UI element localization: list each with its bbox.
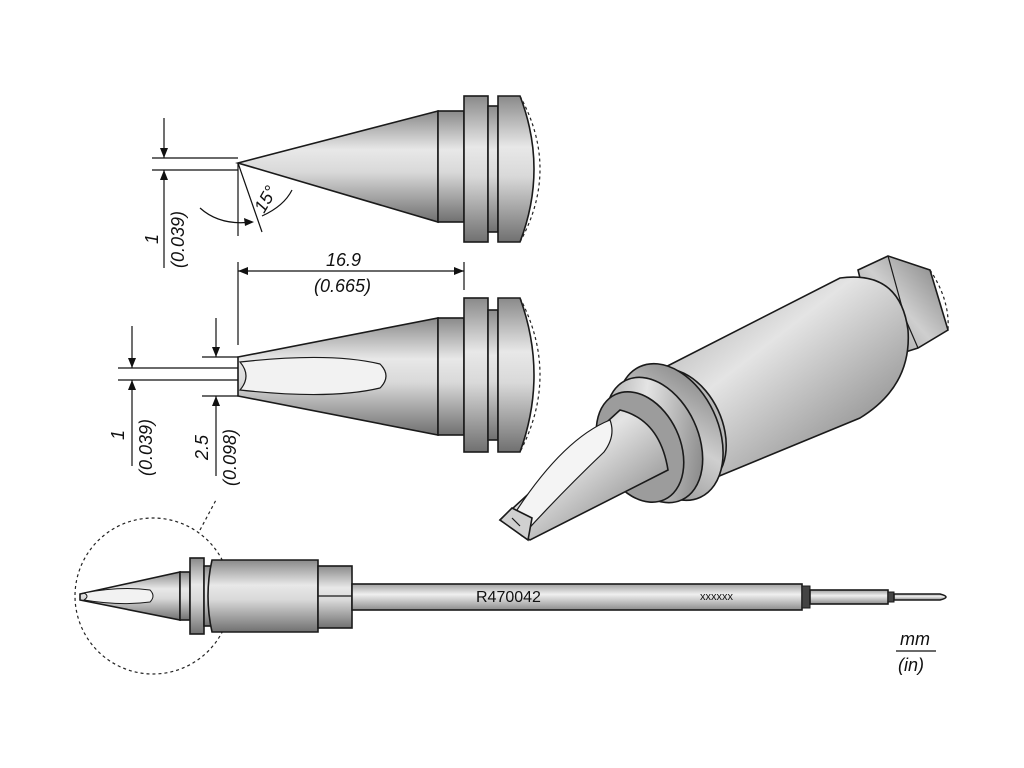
length-mm: 16.9 [326, 250, 361, 270]
tip-slot [238, 356, 387, 396]
tip-flange-2 [463, 297, 489, 453]
cart-flange [189, 557, 205, 635]
tip-body-2 [437, 317, 465, 436]
tip-width-in: (0.098) [220, 429, 240, 486]
dim-tip-width: 2.5 (0.098) [192, 318, 240, 486]
tip-side-view [235, 95, 541, 243]
unit-primary: mm [900, 629, 930, 649]
cart-hex [317, 565, 353, 629]
tip-collar [497, 95, 535, 243]
units-legend: mm (in) [896, 629, 936, 675]
cart-ring [801, 585, 811, 609]
length-in: (0.665) [314, 276, 371, 296]
tip-thickness-mm: 1 [108, 430, 128, 440]
tip-top-view [237, 297, 541, 453]
tip-groove [487, 105, 499, 233]
tip-width-mm: 2.5 [192, 434, 212, 461]
cart-pin [893, 593, 947, 601]
top-tip-width-mm: 1 [142, 234, 162, 244]
dim-top-tip-width: 1 (0.039) [142, 118, 238, 268]
serial-placeholder: xxxxxx [700, 591, 734, 603]
tip-flange [463, 95, 489, 243]
part-number: R470042 [476, 589, 541, 606]
dim-tip-thickness: 1 (0.039) [108, 326, 238, 476]
dim-length: 16.9 (0.665) [237, 250, 465, 345]
break-line [519, 95, 541, 243]
tip-body [437, 110, 465, 223]
tip-collar-2 [497, 297, 535, 453]
tip-groove-2 [487, 309, 499, 441]
tip-slot-3d [507, 419, 613, 537]
cartridge-full-view: R470042 xxxxxx [74, 499, 947, 675]
tip-thickness-in: (0.039) [136, 419, 156, 476]
tip-3d-view [498, 255, 949, 542]
cart-sleeve [207, 559, 319, 633]
cart-shaft [351, 583, 803, 611]
unit-secondary: (in) [898, 655, 924, 675]
top-tip-width-in: (0.039) [168, 211, 188, 268]
